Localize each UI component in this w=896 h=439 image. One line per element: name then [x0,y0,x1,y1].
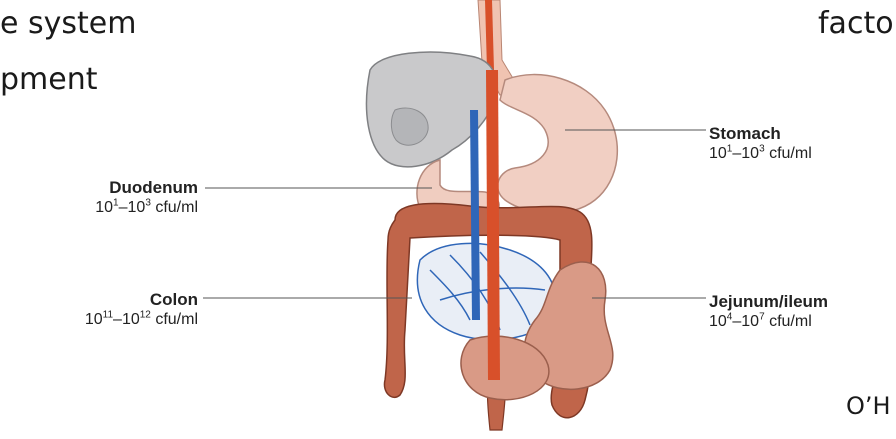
jejunum-label: Jejunum/ileum 104–107 cfu/ml [709,292,828,331]
stomach [498,75,618,214]
colon-name: Colon [85,290,198,310]
colon-count: 1011–1012 cfu/ml [85,311,198,329]
duodenum-count: 101–103 cfu/ml [95,199,198,217]
stomach-label: Stomach 101–103 cfu/ml [709,124,812,163]
duodenum-name: Duodenum [95,178,198,198]
colon-label: Colon 1011–1012 cfu/ml [85,290,198,329]
jejunum-count: 104–107 cfu/ml [709,313,828,331]
stomach-count: 101–103 cfu/ml [709,145,812,163]
duodenum-label: Duodenum 101–103 cfu/ml [95,178,198,217]
liver-lobe [391,108,428,145]
jejunum-name: Jejunum/ileum [709,292,828,312]
aorta [486,70,500,380]
stomach-name: Stomach [709,124,812,144]
